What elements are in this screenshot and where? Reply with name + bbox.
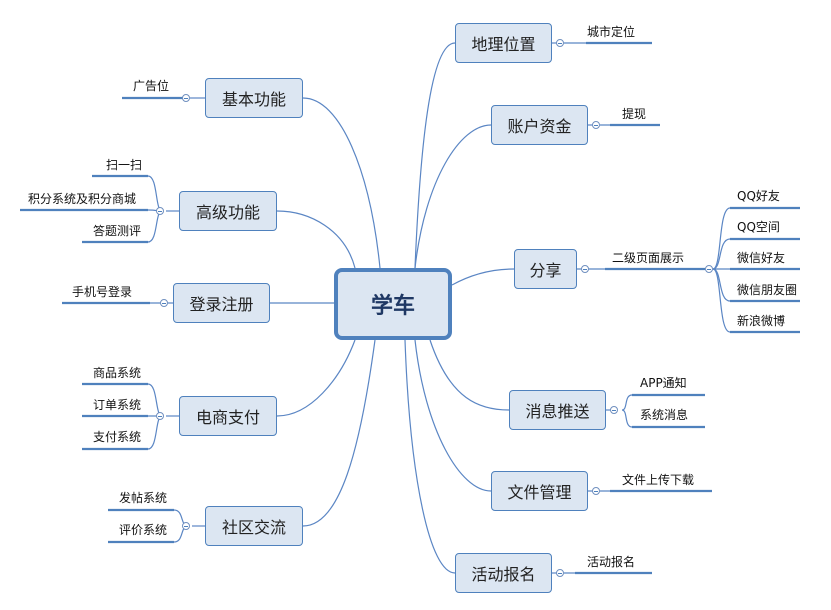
branch-account[interactable]: 账户资金: [491, 105, 588, 145]
branch-label: 登录注册: [189, 295, 254, 314]
leaf-city-location[interactable]: 城市定位: [587, 25, 636, 39]
branch-files[interactable]: 文件管理: [491, 471, 588, 511]
leaf-order-system[interactable]: 订单系统: [93, 398, 142, 412]
leaf-app-notify[interactable]: APP通知: [640, 376, 687, 390]
leaf-wechat-moments[interactable]: 微信朋友圈: [737, 283, 798, 297]
leaf-withdraw[interactable]: 提现: [622, 107, 647, 121]
branch-label: 地理位置: [471, 35, 536, 54]
leaf-qq-zone[interactable]: QQ空间: [737, 220, 780, 234]
root-label: 学车: [370, 294, 415, 319]
leaf-qq-friends[interactable]: QQ好友: [737, 189, 780, 203]
branch-label: 文件管理: [507, 483, 572, 502]
branch-label: 基本功能: [221, 90, 286, 109]
branch-ecommerce[interactable]: 电商支付: [179, 396, 277, 436]
collapse-toggle-icon[interactable]: [160, 299, 168, 307]
branch-label: 活动报名: [471, 565, 536, 584]
leaf-share-subpage[interactable]: 二级页面展示: [612, 251, 685, 265]
branch-advanced[interactable]: 高级功能: [179, 191, 277, 231]
collapse-toggle-icon[interactable]: [592, 487, 600, 495]
collapse-toggle-icon[interactable]: [182, 522, 190, 530]
branch-share[interactable]: 分享: [514, 249, 577, 289]
branch-label: 高级功能: [195, 203, 260, 222]
leaf-ad-slot[interactable]: 广告位: [133, 79, 170, 93]
leaf-payment-system[interactable]: 支付系统: [93, 430, 142, 444]
leaf-event-signup[interactable]: 活动报名: [587, 555, 636, 569]
root-node[interactable]: 学车: [334, 268, 452, 340]
collapse-toggle-icon[interactable]: [156, 207, 164, 215]
collapse-toggle-icon[interactable]: [182, 94, 190, 102]
leaf-quiz[interactable]: 答题测评: [93, 224, 142, 238]
branch-label: 分享: [529, 261, 562, 280]
collapse-toggle-icon[interactable]: [556, 569, 564, 577]
branch-label: 社区交流: [221, 518, 286, 537]
branch-label: 电商支付: [195, 408, 260, 427]
collapse-toggle-icon[interactable]: [156, 412, 164, 420]
leaf-wechat-friends[interactable]: 微信好友: [737, 251, 786, 265]
collapse-toggle-icon[interactable]: [556, 39, 564, 47]
collapse-toggle-icon[interactable]: [705, 265, 713, 273]
collapse-toggle-icon[interactable]: [581, 265, 589, 273]
leaf-system-message[interactable]: 系统消息: [640, 408, 689, 422]
leaf-points-mall[interactable]: 积分系统及积分商城: [28, 192, 137, 206]
branch-label: 账户资金: [507, 117, 572, 136]
leaf-posting-system[interactable]: 发帖系统: [119, 491, 168, 505]
leaf-product-system[interactable]: 商品系统: [93, 366, 142, 380]
leaf-weibo[interactable]: 新浪微博: [737, 314, 786, 328]
leaf-scan[interactable]: 扫一扫: [106, 158, 143, 172]
branch-geo[interactable]: 地理位置: [455, 23, 552, 63]
branch-login[interactable]: 登录注册: [173, 283, 270, 323]
branch-events[interactable]: 活动报名: [455, 553, 552, 593]
branch-label: 消息推送: [525, 402, 590, 421]
branch-basic[interactable]: 基本功能: [205, 78, 303, 118]
collapse-toggle-icon[interactable]: [592, 121, 600, 129]
branch-community[interactable]: 社区交流: [205, 506, 303, 546]
leaf-file-transfer[interactable]: 文件上传下载: [622, 473, 695, 487]
branch-push[interactable]: 消息推送: [509, 390, 606, 430]
leaf-review-system[interactable]: 评价系统: [119, 523, 168, 537]
collapse-toggle-icon[interactable]: [610, 406, 618, 414]
leaf-phone-login[interactable]: 手机号登录: [72, 285, 133, 299]
